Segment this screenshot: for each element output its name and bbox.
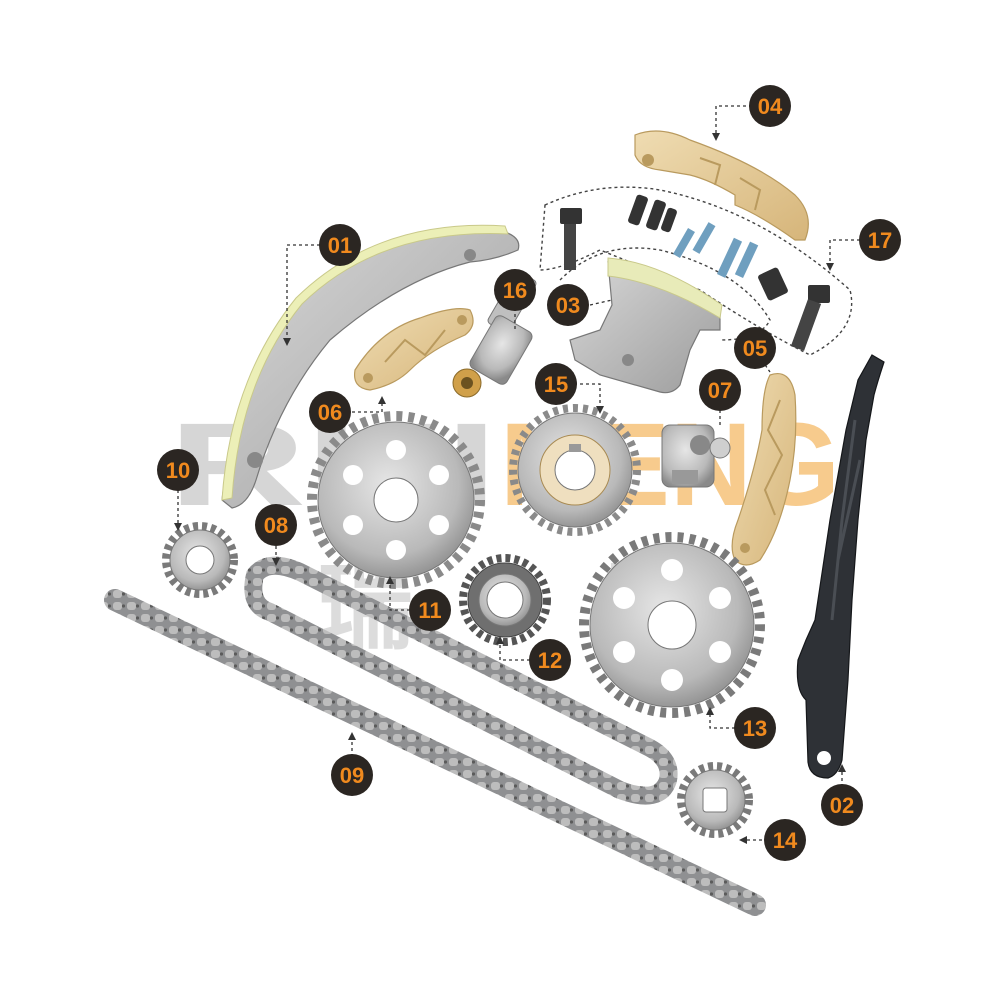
- leader-arrows: [174, 133, 846, 844]
- long-chain: [104, 589, 766, 916]
- leader-04: [715, 105, 752, 135]
- callout-03: 03: [547, 284, 589, 326]
- callout-number-04: 04: [758, 94, 783, 119]
- callout-number-17: 17: [868, 228, 892, 253]
- intermediate-sprocket: [509, 404, 641, 536]
- callout-badge-16: [494, 269, 536, 311]
- callout-number-12: 12: [538, 648, 562, 673]
- callout-12: 12: [529, 639, 571, 681]
- callout-number-08: 08: [264, 513, 288, 538]
- bolt-c: [673, 222, 759, 279]
- leader-17: [829, 239, 860, 265]
- callout-04: 04: [749, 85, 791, 127]
- bolt-b: [628, 194, 677, 233]
- callout-badge-08: [255, 504, 297, 546]
- bolt-a: [560, 208, 582, 270]
- lower-guide-rail: [353, 308, 474, 391]
- callout-badge-06: [309, 391, 351, 433]
- callout-05: 05: [734, 327, 776, 369]
- callout-number-03: 03: [556, 293, 580, 318]
- callout-number-10: 10: [166, 458, 190, 483]
- callout-number-07: 07: [708, 378, 732, 403]
- callout-badge-14: [764, 819, 806, 861]
- leader-03: [589, 299, 613, 306]
- callout-badge-05: [734, 327, 776, 369]
- callout-badge-13: [734, 707, 776, 749]
- short-chain: [244, 556, 678, 805]
- callout-badge-15: [535, 363, 577, 405]
- callout-number-06: 06: [318, 400, 342, 425]
- callout-13: 13: [734, 707, 776, 749]
- callout-number-16: 16: [503, 278, 527, 303]
- bolt-group-outline: [539, 186, 853, 356]
- small-guide-rail: [731, 373, 797, 566]
- callout-09: 09: [331, 754, 373, 796]
- callout-badge-10: [157, 449, 199, 491]
- callout-number-02: 02: [830, 793, 854, 818]
- callout-badge-04: [749, 85, 791, 127]
- callout-badge-07: [699, 369, 741, 411]
- callout-08: 08: [255, 504, 297, 546]
- tensioner-bracket: [569, 257, 723, 394]
- callout-16: 16: [494, 269, 536, 311]
- cam-sprocket: [579, 532, 765, 718]
- tensioner-rail: [221, 224, 520, 509]
- callout-number-05: 05: [743, 336, 767, 361]
- callout-badges: 01 02 03 04 05 06 07 08 09 10 11 12 13 14 15 16 17: [157, 85, 901, 861]
- callout-06: 06: [309, 391, 351, 433]
- callout-badge-03: [547, 284, 589, 326]
- callout-10: 10: [157, 449, 199, 491]
- leader-13: [709, 713, 735, 729]
- callout-number-09: 09: [340, 763, 364, 788]
- leader-12: [499, 642, 530, 661]
- callout-14: 14: [764, 819, 806, 861]
- leader-11: [389, 582, 410, 611]
- callout-01: 01: [319, 224, 361, 266]
- bolt-kit: [560, 194, 830, 351]
- small-sprocket: [162, 522, 238, 598]
- leader-06: [352, 402, 383, 413]
- large-sprocket: [307, 411, 485, 589]
- upper-guide-rail: [634, 130, 809, 241]
- callout-badge-17: [859, 219, 901, 261]
- callout-15: 15: [535, 363, 577, 405]
- callout-badge-01: [319, 224, 361, 266]
- crank-sprocket: [459, 554, 551, 646]
- guide-rail-black: [796, 354, 885, 779]
- callout-number-01: 01: [328, 233, 352, 258]
- callout-number-14: 14: [773, 828, 798, 853]
- callout-badge-11: [409, 589, 451, 631]
- callout-07: 07: [699, 369, 741, 411]
- callout-17: 17: [859, 219, 901, 261]
- callout-02: 02: [821, 784, 863, 826]
- callout-11: 11: [409, 589, 451, 631]
- leader-01: [286, 244, 320, 340]
- callout-number-13: 13: [743, 716, 767, 741]
- callout-badge-09: [331, 754, 373, 796]
- callout-badge-12: [529, 639, 571, 681]
- small-tensioner: [661, 424, 731, 488]
- callout-badge-02: [821, 784, 863, 826]
- callout-number-15: 15: [544, 372, 568, 397]
- callout-number-11: 11: [418, 598, 441, 623]
- oil-pump-sprocket: [677, 762, 753, 838]
- bolt-d: [758, 267, 830, 351]
